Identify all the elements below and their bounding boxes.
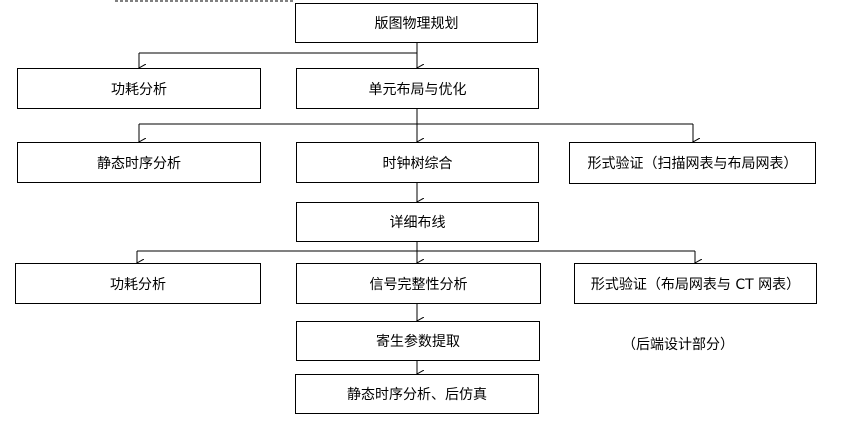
node-parasitic-extraction: 寄生参数提取 — [296, 321, 540, 361]
node-layout-planning: 版图物理规划 — [295, 3, 538, 43]
node-power-analysis-2: 功耗分析 — [15, 263, 261, 304]
node-cell-placement: 单元布局与优化 — [296, 68, 539, 109]
node-formal-1: 形式验证（扫描网表与布局网表） — [569, 142, 816, 184]
node-sta-1: 静态时序分析 — [17, 142, 261, 183]
node-cts: 时钟树综合 — [296, 142, 539, 183]
node-signal-integrity: 信号完整性分析 — [296, 263, 541, 304]
node-formal-2: 形式验证（布局网表与 CT 网表） — [574, 263, 817, 304]
node-power-analysis-1: 功耗分析 — [17, 68, 261, 109]
node-sta-post-sim: 静态时序分析、后仿真 — [295, 374, 539, 414]
node-detail-routing: 详细布线 — [296, 202, 539, 242]
caption-backend-design: （后端设计部分） — [622, 337, 734, 353]
